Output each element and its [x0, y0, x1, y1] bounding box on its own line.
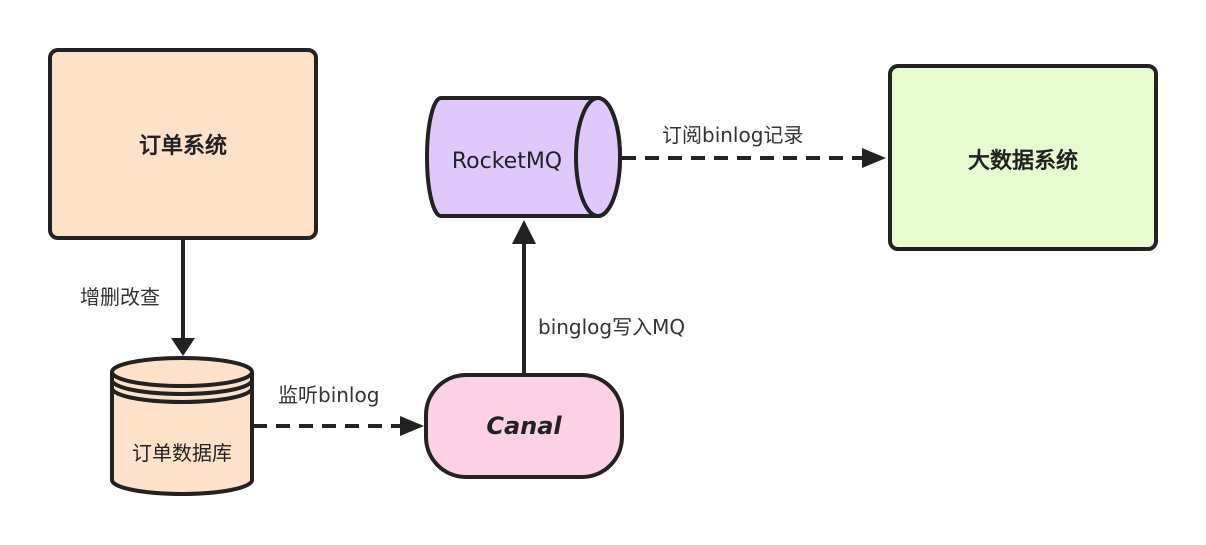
node-order-system-label: 订单系统	[139, 133, 227, 159]
edge-listen-binlog-label: 监听binlog	[278, 383, 379, 407]
edge-crud: 增删改查	[80, 240, 195, 356]
edge-listen-binlog: 监听binlog	[253, 383, 424, 436]
node-rocketmq: RocketMQ	[425, 96, 622, 218]
node-bigdata-system: 大数据系统	[888, 64, 1158, 251]
node-canal-label: Canal	[486, 412, 562, 440]
edge-write-mq-label: binglog写入MQ	[538, 315, 685, 339]
edge-subscribe: 订阅binlog记录	[622, 123, 886, 168]
node-order-db: 订单数据库	[110, 356, 254, 496]
edge-crud-label: 增删改查	[80, 285, 160, 309]
node-order-system: 订单系统	[48, 48, 318, 240]
node-rocketmq-label: RocketMQ	[452, 149, 562, 174]
node-order-db-label: 订单数据库	[132, 441, 232, 465]
edge-write-mq: binglog写入MQ	[512, 220, 685, 375]
node-canal: Canal	[424, 373, 624, 479]
node-bigdata-system-label: 大数据系统	[968, 148, 1078, 174]
edge-subscribe-label: 订阅binlog记录	[662, 123, 803, 147]
